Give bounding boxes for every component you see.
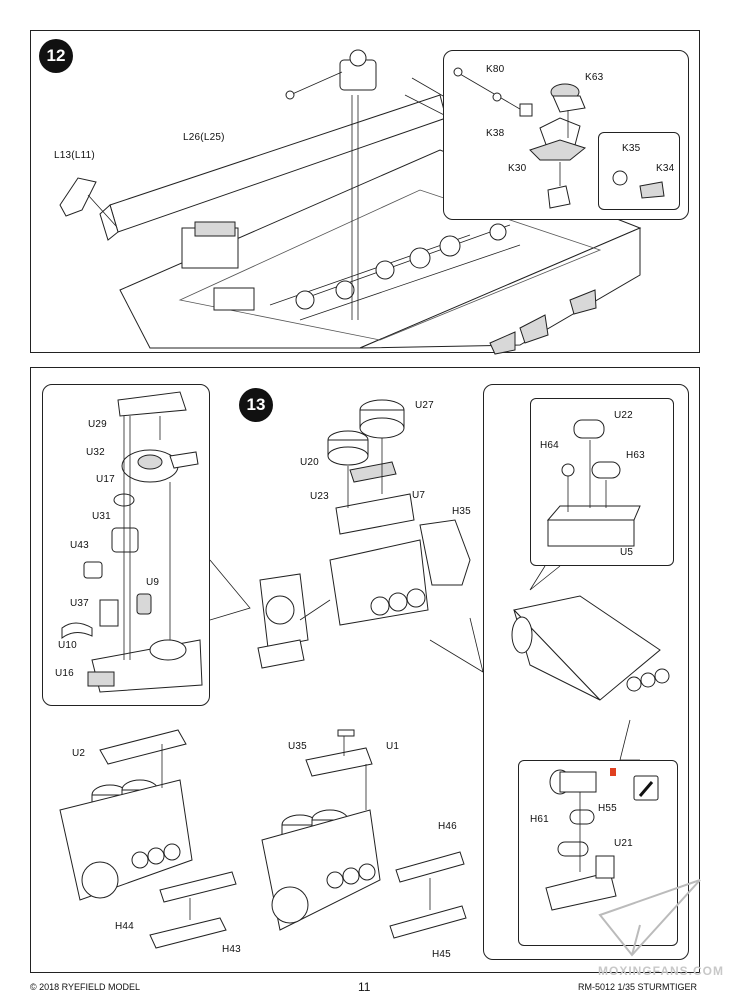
label-u32: U32 [86, 447, 105, 458]
label-u10: U10 [58, 640, 77, 651]
label-k63: K63 [585, 72, 604, 83]
label-u21: U21 [614, 838, 633, 849]
label-k80: K80 [486, 64, 505, 75]
label-l26: L26(L25) [183, 132, 225, 143]
label-u20: U20 [300, 457, 319, 468]
label-h43: H43 [222, 944, 241, 955]
label-u22: U22 [614, 410, 633, 421]
label-k30: K30 [508, 163, 527, 174]
label-u23: U23 [310, 491, 329, 502]
label-u31: U31 [92, 511, 111, 522]
step-13-h61-callout [518, 760, 678, 946]
label-h64: H64 [540, 440, 559, 451]
label-h55: H55 [598, 803, 617, 814]
label-u7: U7 [412, 490, 426, 501]
label-u37: U37 [70, 598, 89, 609]
label-u43: U43 [70, 540, 89, 551]
label-k38: K38 [486, 128, 505, 139]
label-k35: K35 [622, 143, 641, 154]
label-u17: U17 [96, 474, 115, 485]
label-u1: U1 [386, 741, 400, 752]
label-h63: H63 [626, 450, 645, 461]
footer-product: RM-5012 1/35 STURMTIGER [578, 982, 698, 992]
label-u2: U2 [72, 748, 86, 759]
footer-copyright: © 2018 RYEFIELD MODEL [30, 982, 141, 992]
label-u27: U27 [415, 400, 434, 411]
footer-page-number: 11 [358, 980, 371, 994]
label-u5: U5 [620, 547, 634, 558]
step-12-k35-callout [598, 132, 680, 210]
watermark-text: MOXINGFANS.COM [598, 964, 725, 978]
label-u16: U16 [55, 668, 74, 679]
label-u9: U9 [146, 577, 160, 588]
label-h44: H44 [115, 921, 134, 932]
step-13-left-callout [42, 384, 210, 706]
label-h46: H46 [438, 821, 457, 832]
step-13-u22-callout [530, 398, 674, 566]
label-l13: L13(L11) [54, 150, 95, 161]
label-h61: H61 [530, 814, 549, 825]
label-h45: H45 [432, 949, 451, 960]
step-12-number: 12 [39, 39, 73, 73]
label-u29: U29 [88, 419, 107, 430]
label-h35: H35 [452, 506, 471, 517]
step-13-number: 13 [239, 388, 273, 422]
label-u35: U35 [288, 741, 307, 752]
label-k34: K34 [656, 163, 675, 174]
